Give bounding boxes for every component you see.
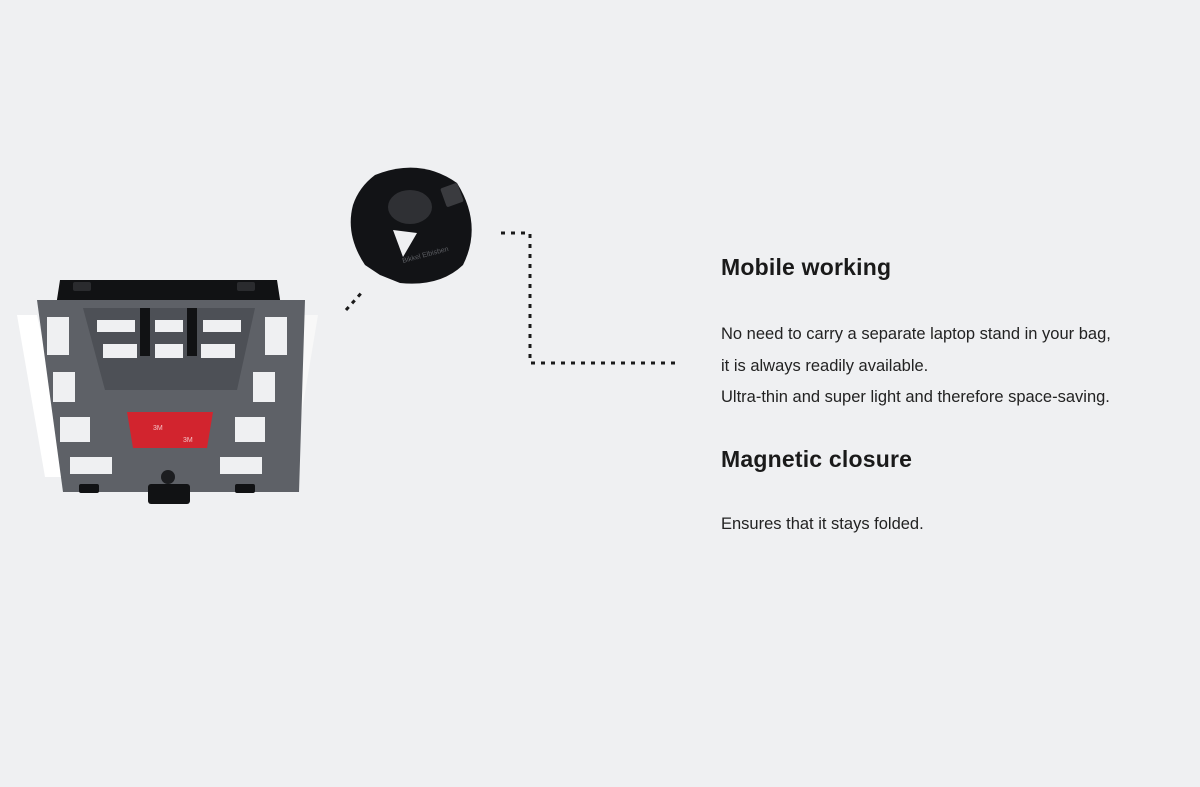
magnetic-closure-heading: Magnetic closure: [721, 446, 913, 472]
cutout: [53, 372, 75, 402]
cutout: [155, 344, 183, 358]
mobile-working-description: No need to carry a separate laptop stand…: [721, 319, 1111, 414]
cutout: [97, 320, 135, 332]
strut: [140, 308, 150, 356]
tape-label: 3M: [153, 425, 163, 432]
cutout: [220, 457, 262, 474]
cutout: [253, 372, 275, 402]
detail-disc: [350, 167, 472, 284]
detail-notch: [393, 230, 417, 257]
description-line: it is always readily available.: [721, 356, 929, 375]
cutout: [265, 317, 287, 355]
description-line: Ensures that it stays folded.: [721, 515, 924, 533]
bracket-clip-right: [237, 282, 255, 291]
mobile-working-heading: Mobile working: [721, 254, 892, 280]
detail-clip: [440, 183, 464, 207]
description-line: No need to carry a separate laptop stand…: [721, 325, 1111, 343]
magnetic-closure-description: Ensures that it stays folded.: [721, 509, 924, 541]
bracket-clip-left: [73, 282, 91, 291]
connector-line-right: [501, 231, 678, 365]
cutout: [155, 320, 183, 332]
strut: [187, 308, 197, 356]
foot-left: [79, 484, 99, 493]
cutout: [203, 320, 241, 332]
detail-magnet: [388, 190, 432, 224]
cutout: [103, 344, 137, 358]
stand-top-bracket: [56, 280, 281, 306]
tape-label-2: 3M: [183, 437, 193, 444]
cutout: [235, 417, 265, 442]
cutout: [201, 344, 235, 358]
laptop-stand-image: 3M 3M: [17, 280, 318, 504]
cutout: [60, 417, 90, 442]
magnet-knob: [161, 470, 175, 484]
bottom-tab: [148, 484, 190, 504]
magnet-detail-image: Bikkel Elbisben: [350, 167, 472, 284]
foot-right: [235, 484, 255, 493]
cutout: [47, 317, 69, 355]
description-line: Ultra-thin and super light and therefore…: [721, 388, 1110, 406]
cutout: [70, 457, 112, 474]
adhesive-tape: [127, 412, 213, 448]
